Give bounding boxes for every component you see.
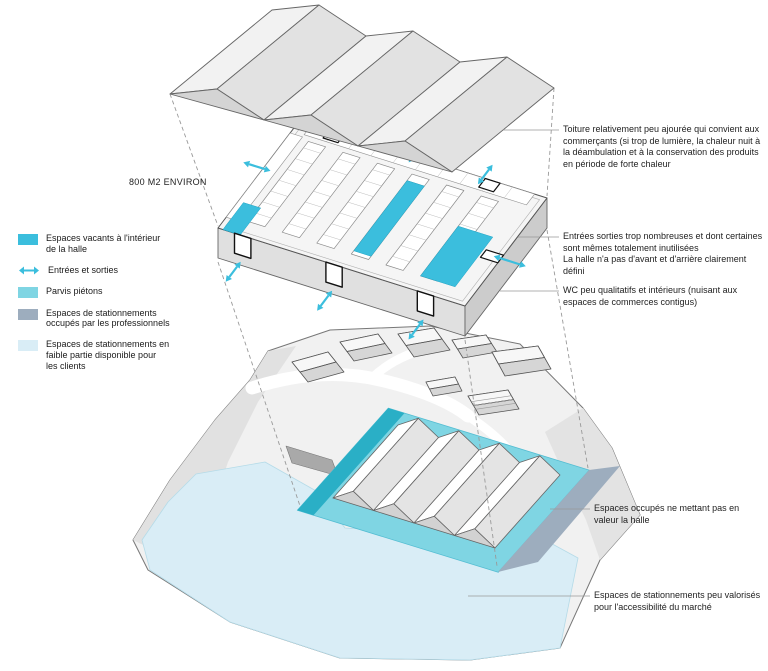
legend-label: Espaces vacants à l'intérieur de la hall…	[46, 233, 161, 254]
annotation-occupied-spaces: Espaces occupés ne mettant pas en valeur…	[594, 503, 740, 525]
parvis-swatch	[18, 286, 38, 298]
legend-item: Parvis piétons	[18, 286, 170, 298]
legend-label: Parvis piétons	[46, 285, 103, 296]
vacant-spaces-swatch	[18, 234, 38, 245]
roof-level	[169, 4, 555, 173]
double-arrow-icon	[18, 265, 40, 276]
professional-parking-area	[498, 466, 620, 572]
legend: Espaces vacants à l'intérieur de la hall…	[18, 233, 170, 382]
legend-item: Espaces de stationnements occupés par le…	[18, 308, 170, 330]
leader-lines	[468, 129, 590, 597]
annotation-roof: Toiture relativement peu ajourée qui con…	[563, 124, 761, 170]
legend-label: Entrées et sorties	[48, 264, 119, 275]
parking-professionals-swatch	[18, 308, 38, 320]
legend-label: Espaces de stationnements en faible part…	[46, 339, 170, 371]
parking-clients-swatch	[18, 340, 38, 352]
legend-item: Espaces de stationnements en faible part…	[18, 339, 170, 371]
annotation-wc: WC peu qualitatifs et intérieurs (nuisan…	[563, 285, 738, 307]
legend-item: Espaces vacants à l'intérieur de la hall…	[18, 233, 170, 255]
context-buildings	[291, 327, 552, 416]
annotation-entrances: Entrées sorties trop nombreuses et dont …	[563, 231, 763, 277]
legend-label: Espaces de stationnements occupés par le…	[46, 307, 170, 329]
area-label: 800 M2 ENVIRON	[129, 177, 207, 187]
annotation-parking: Espaces de stationnements peu valorisés …	[594, 590, 761, 612]
legend-item: Entrées et sorties	[18, 265, 170, 276]
market-hall-roof	[332, 417, 561, 549]
vacant-spaces	[222, 180, 494, 288]
